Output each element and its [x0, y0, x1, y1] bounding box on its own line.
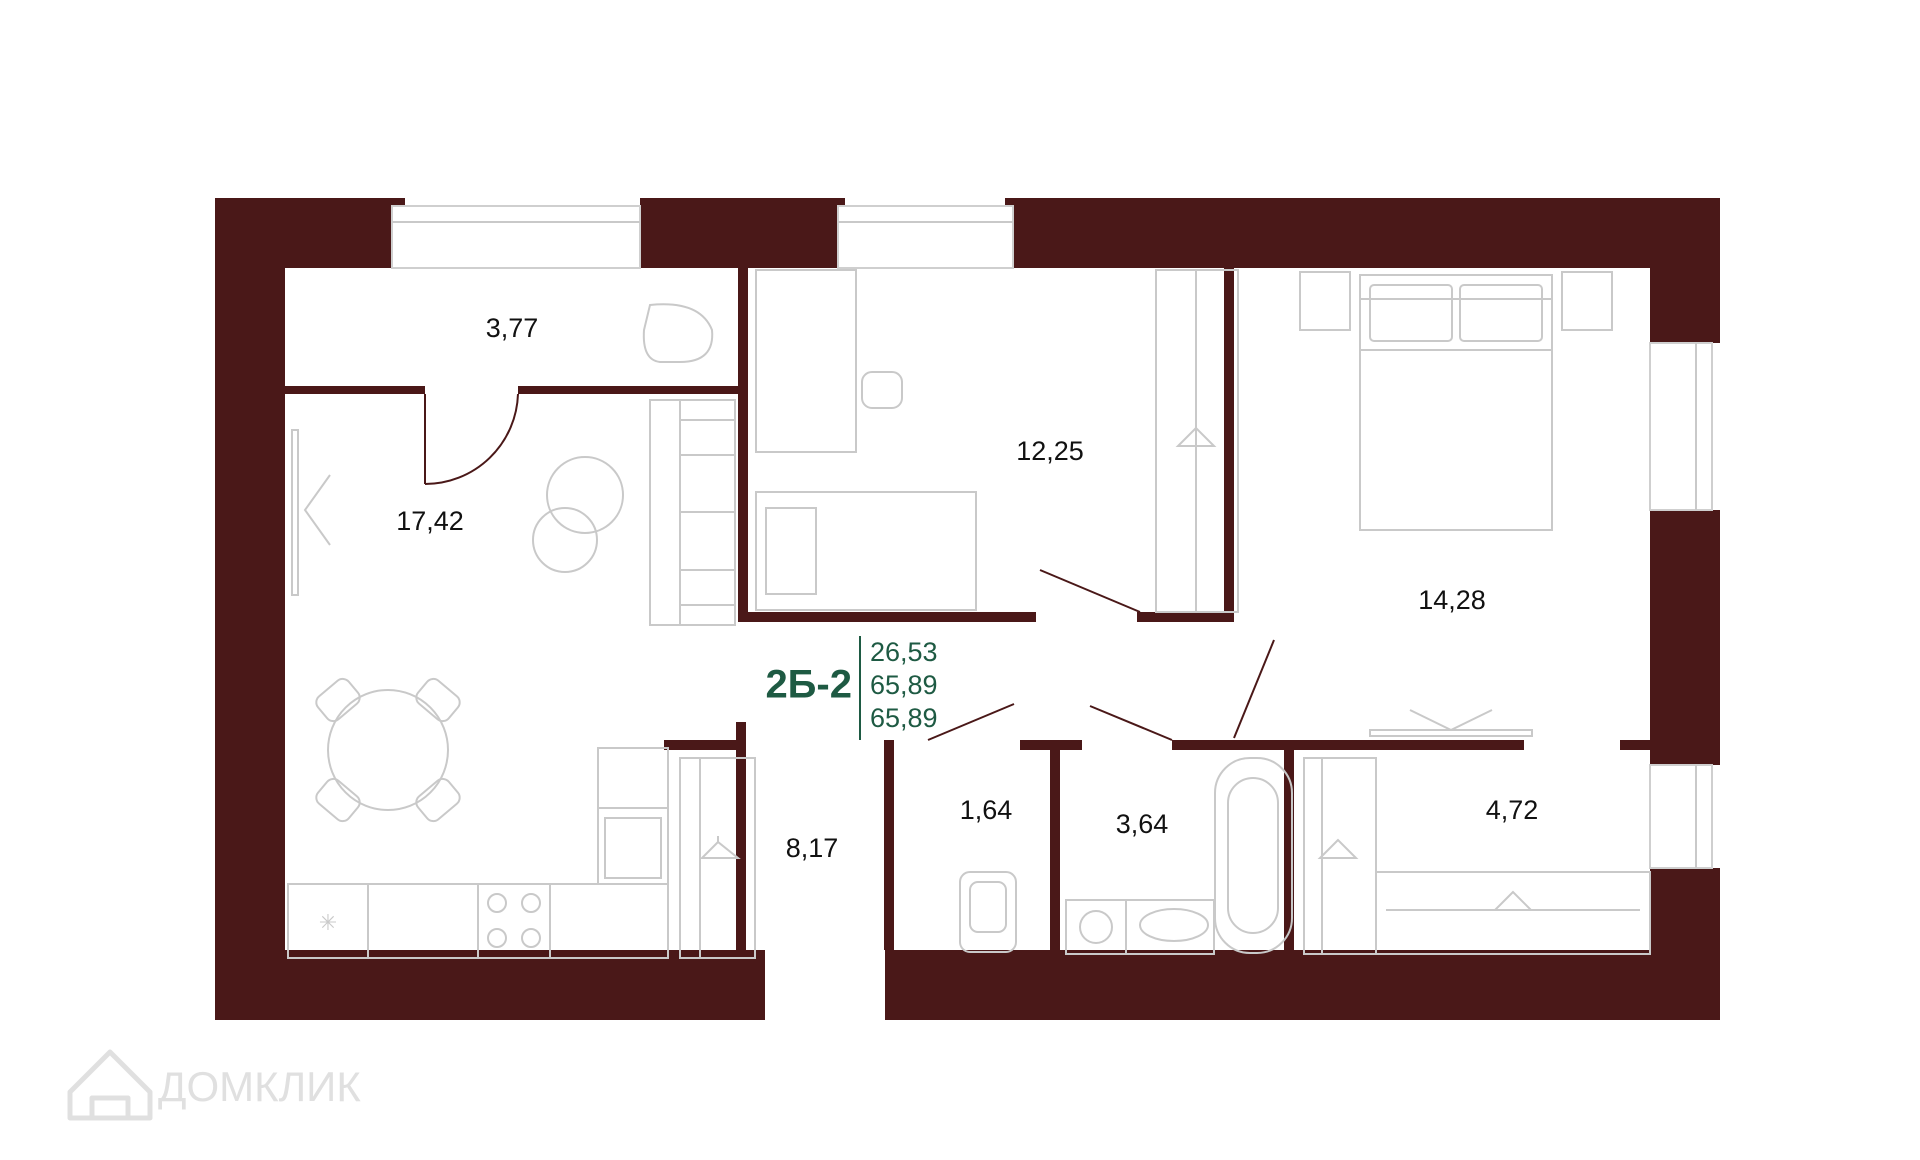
area-total-with-balcony: 65,89: [870, 703, 938, 733]
hanger-icon: [699, 836, 741, 859]
interior-walls: [285, 262, 1650, 950]
walk-in-shelf: [1303, 757, 1377, 955]
washing-machine: [1065, 899, 1127, 955]
desk: [755, 269, 857, 453]
apartment-code: 2Б-2: [765, 663, 852, 707]
area-wc: 1,64: [960, 795, 1013, 825]
window-right-top: [1649, 342, 1713, 511]
window-top-mid: [837, 205, 1014, 269]
house-icon: [67, 1049, 153, 1121]
double-bed: [1359, 274, 1553, 531]
area-balcony: 3,77: [486, 313, 539, 343]
area-bedroom-small: 12,25: [1016, 436, 1084, 466]
coffee-table: [546, 456, 624, 534]
window-right-bottom: [1649, 764, 1713, 869]
hanger-icon: [1175, 426, 1217, 447]
furniture: ✳: [287, 269, 1651, 959]
desk-chair: [861, 371, 903, 409]
fridge: [597, 747, 669, 885]
toilet: [959, 871, 1017, 953]
balcony-door: [424, 393, 519, 485]
watermark: ДОМКЛИК: [67, 1049, 361, 1121]
watermark-text: ДОМКЛИК: [158, 1063, 361, 1110]
hanger-icon: [1317, 838, 1359, 859]
area-bathroom: 3,64: [1116, 809, 1169, 839]
armchair-icon: [642, 303, 714, 363]
snowflake-icon: ✳: [319, 910, 337, 935]
wall-bottom-right: [885, 950, 1720, 1020]
windows: [391, 205, 1713, 869]
area-total: 65,89: [870, 670, 938, 700]
dining-table: [327, 689, 449, 811]
wall-left: [215, 198, 285, 1020]
bathtub: [1214, 757, 1293, 954]
room-labels: 3,77 17,42 12,25 14,28 8,17 1,64 3,64 4,…: [396, 313, 1538, 863]
bedroom-small-door: [1039, 569, 1141, 613]
area-living-kitchen: 17,42: [396, 506, 464, 536]
wc-door: [927, 703, 1015, 741]
single-bed: [755, 491, 977, 611]
bedroom-main-door: [1233, 639, 1275, 739]
window-top-left: [391, 205, 641, 269]
nightstand-left: [1299, 271, 1351, 331]
wall-right-top: [1650, 198, 1720, 343]
tv-unit: [291, 429, 299, 596]
hallway-wardrobe: [679, 757, 756, 959]
area-hallway: 8,17: [786, 833, 839, 863]
wall-right-mid: [1650, 510, 1720, 765]
sink: [1139, 908, 1209, 942]
exterior-walls: [215, 198, 1720, 1020]
wall-top-right: [1005, 198, 1720, 268]
area-bedroom-main: 14,28: [1418, 585, 1486, 615]
bathroom-door: [1089, 705, 1173, 741]
apartment-info: 2Б-2 26,53 65,89 65,89: [765, 636, 938, 740]
wall-top-mid: [640, 198, 845, 268]
area-living: 26,53: [870, 637, 938, 667]
hanger-icon: [1492, 890, 1534, 911]
area-wardrobe: 4,72: [1486, 795, 1539, 825]
doors: [424, 393, 1275, 741]
nightstand-right: [1561, 271, 1613, 331]
wardrobe-rail: [1375, 871, 1651, 955]
wall-bottom-left: [215, 950, 765, 1020]
